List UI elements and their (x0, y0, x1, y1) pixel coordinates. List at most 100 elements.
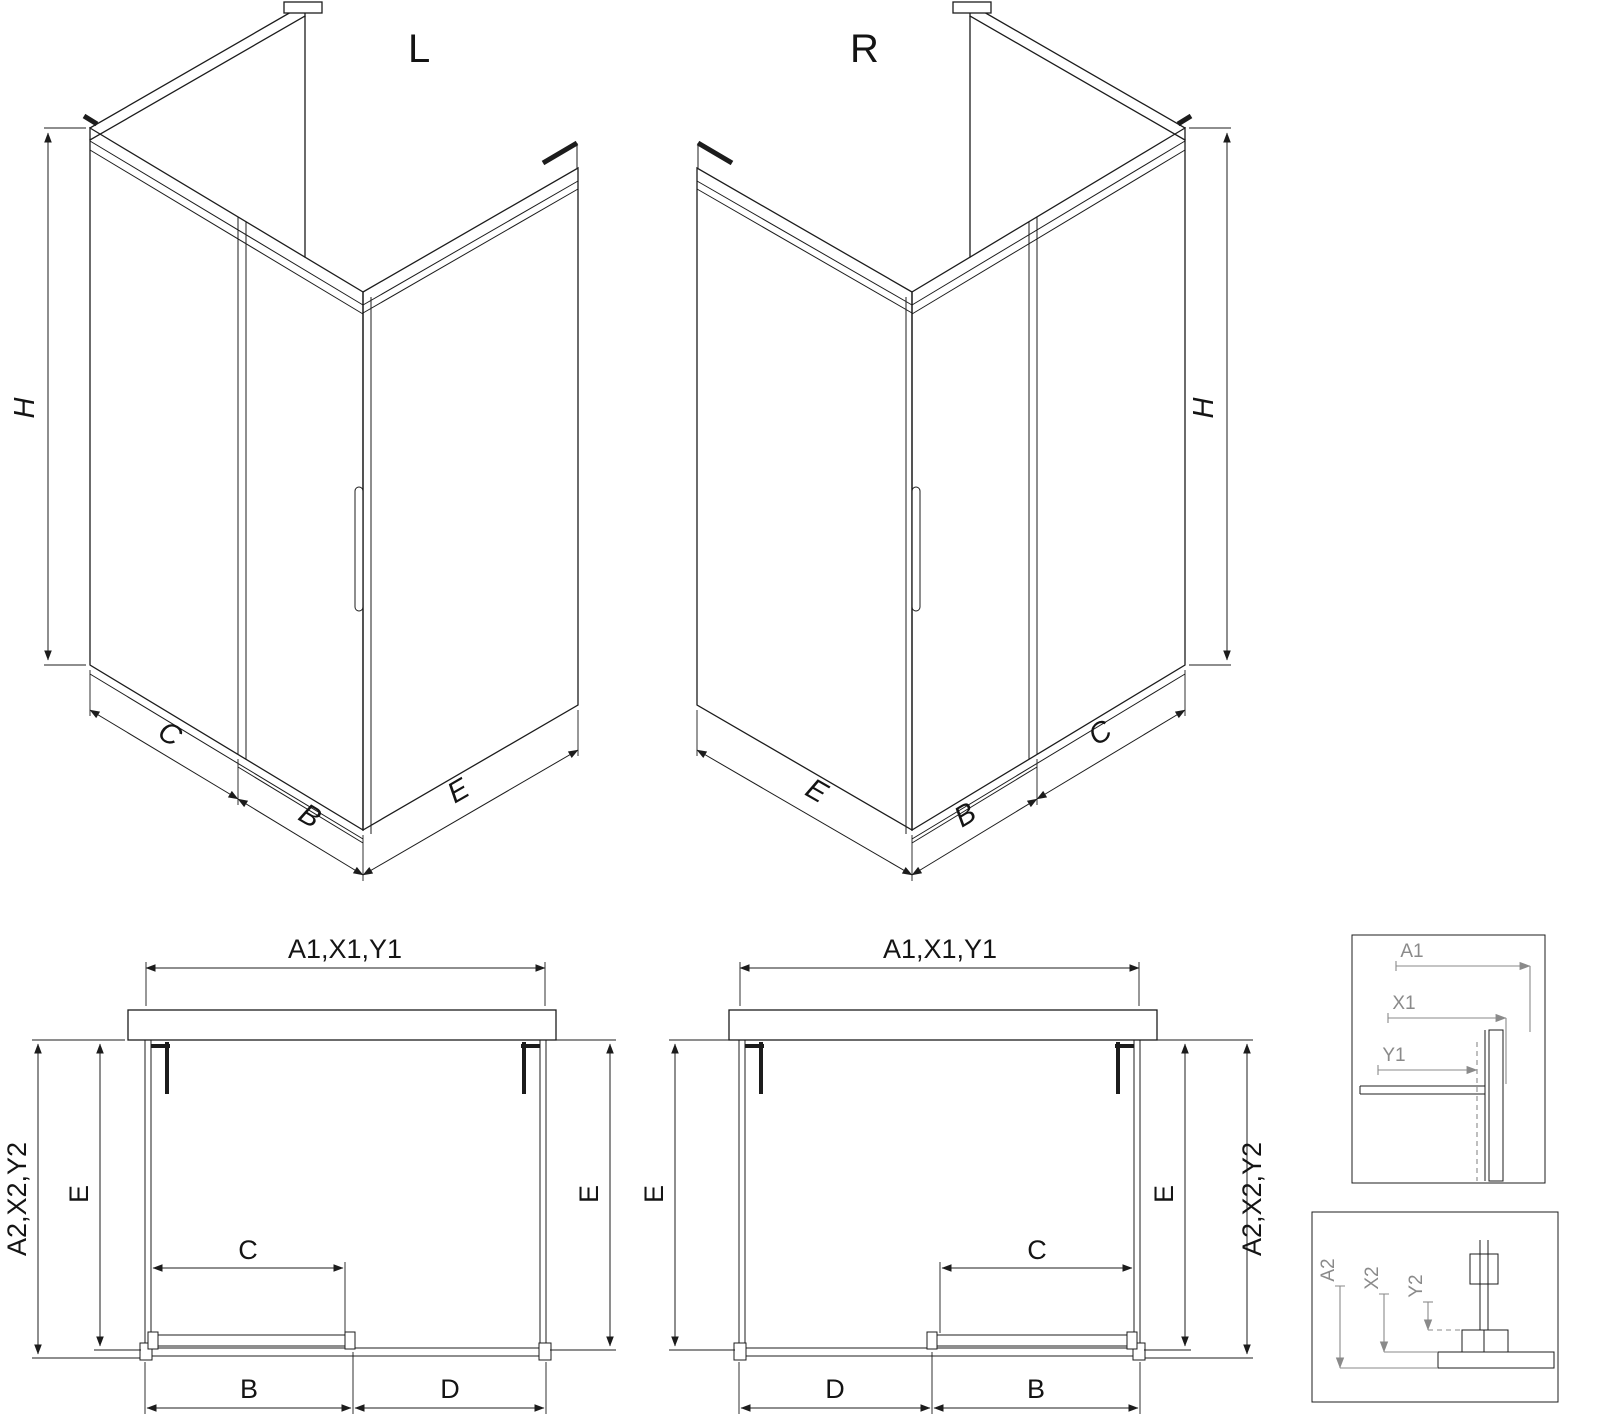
sliding-door-panel (149, 1334, 354, 1347)
dim-label-height: H (9, 397, 41, 418)
side-glass-outline (696, 166, 913, 832)
dim-label-c: C (1083, 714, 1118, 753)
dim-label-bottom-left: D (825, 1374, 845, 1404)
dim-label-a2: A2 (1318, 1258, 1339, 1281)
door-roller-right (1126, 1331, 1138, 1350)
dim-extensions-depth-left (32, 1039, 141, 1359)
wall-bracket-side (541, 140, 579, 166)
back-panel-top-rail (89, 3, 306, 141)
front-top-track (89, 140, 364, 315)
side-top-rail (696, 180, 913, 314)
dim-line-b (911, 798, 1038, 876)
dim-extensions-bottom (738, 1352, 1141, 1414)
dim-line-e (696, 749, 913, 876)
dim-extensions-bottom (144, 1352, 547, 1414)
wall-profile-section (1488, 1029, 1504, 1182)
front-glass-outline (89, 126, 364, 832)
dim-ref-x2 (1379, 1293, 1438, 1353)
ceiling-bracket (283, 1, 323, 14)
side-panel-left (738, 1040, 746, 1352)
front-glass-outline (911, 126, 1186, 832)
door-divider (1028, 217, 1038, 759)
side-panel-right (1133, 1040, 1141, 1352)
iso-view-left: L H C B E (9, 1, 579, 881)
dim-label-bottom-right: D (440, 1374, 460, 1404)
dim-label-e: E (800, 773, 833, 811)
dim-extensions-height (44, 127, 86, 666)
glass-panel-section (1359, 1085, 1485, 1095)
dim-extensions-width (739, 962, 1140, 1006)
dim-extensions-floor (89, 670, 579, 881)
door-roller-left (147, 1331, 159, 1350)
detail-view-bottom: A2 X2 Y2 (1311, 1211, 1559, 1403)
door-divider (237, 217, 247, 759)
dim-label-bottom-right: B (1027, 1374, 1045, 1404)
wall-bracket-front-right (1176, 113, 1193, 127)
detail-view-top: A1 X1 Y1 (1351, 934, 1546, 1184)
side-glass-outline (362, 166, 579, 832)
dim-label-y1: Y1 (1382, 1045, 1405, 1066)
plan-view-left: A1,X1,Y1 A2,X2,Y2 E E C B D (2, 934, 616, 1414)
sliding-door-panel (931, 1334, 1136, 1347)
glass-panel-section (1479, 1240, 1489, 1330)
back-panel-top-rail (969, 3, 1186, 141)
door-roller-left (926, 1331, 938, 1350)
dim-label-y2: Y2 (1406, 1274, 1427, 1297)
wall-section (728, 1009, 1158, 1041)
front-top-track (911, 140, 1186, 315)
dim-label-height: H (1188, 397, 1220, 418)
floor-profile (1461, 1329, 1509, 1353)
dim-ref-x1 (1387, 1013, 1507, 1084)
dim-extensions-depth-right (1144, 1039, 1253, 1359)
dim-label-depth-left: E (64, 1185, 94, 1203)
iso-view-right: R H E B C (696, 1, 1231, 881)
ceiling-bracket (952, 1, 992, 14)
dim-label-bottom-left: B (240, 1374, 258, 1404)
dim-extensions-floor (696, 670, 1186, 881)
dim-extensions-height (1189, 127, 1231, 666)
detail-box (1311, 1211, 1559, 1403)
door-handle (354, 486, 364, 612)
front-bottom-rail (911, 673, 1186, 844)
dim-line-e (362, 749, 579, 876)
wall-profile-right (521, 1042, 540, 1094)
front-track (739, 1347, 1140, 1357)
dim-label-e: E (442, 772, 475, 810)
dim-label-depth-left: E (639, 1185, 669, 1203)
dim-label-width-top: A1,X1,Y1 (288, 934, 402, 964)
dim-label-opening: C (238, 1235, 258, 1265)
dim-label-x2: X2 (1362, 1266, 1383, 1289)
wall-bracket-front-left (82, 113, 99, 127)
dim-line-c (89, 709, 239, 800)
wall-profile-left (151, 1042, 170, 1094)
plan-view-right: A1,X1,Y1 E E A2,X2,Y2 C D B (639, 934, 1267, 1414)
variant-label-right: R (850, 27, 879, 71)
dim-extensions-width (145, 962, 546, 1006)
side-panel-left (144, 1040, 152, 1352)
floor-section (1437, 1351, 1555, 1369)
dim-label-x1: X1 (1392, 993, 1415, 1014)
wall-section (127, 1009, 557, 1041)
dim-label-depth-outer: A2,X2,Y2 (1237, 1142, 1267, 1256)
dim-label-a1: A1 (1400, 941, 1423, 962)
side-top-rail (362, 180, 579, 314)
wall-profile-left (745, 1042, 764, 1094)
dim-label-depth-right: E (1149, 1185, 1179, 1203)
front-end-cap-left (733, 1342, 747, 1361)
dim-label-opening: C (1027, 1235, 1047, 1265)
dim-label-width-top: A1,X1,Y1 (883, 934, 997, 964)
door-handle (911, 486, 921, 612)
side-panel-right (539, 1040, 547, 1352)
dim-label-depth-right: E (574, 1185, 604, 1203)
dim-label-b: B (949, 797, 982, 834)
detail-box (1351, 934, 1546, 1184)
dim-extensions-depth-left (669, 1039, 735, 1351)
door-roller-right (344, 1331, 356, 1350)
dim-label-depth-outer: A2,X2,Y2 (2, 1142, 32, 1256)
dim-extensions-depth-right (550, 1039, 616, 1351)
wall-bracket-side (696, 140, 734, 166)
variant-label-left: L (408, 27, 430, 71)
dim-line-b (237, 798, 364, 876)
